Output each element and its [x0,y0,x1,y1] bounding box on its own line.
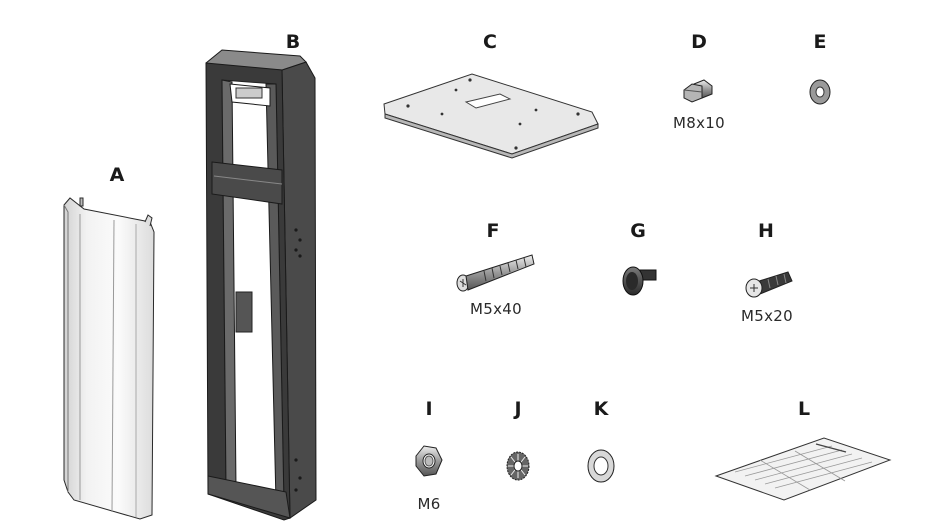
size-i: M6 [417,495,441,513]
part-e-washer [809,79,831,105]
label-g: G [630,220,646,242]
part-a-cover [63,197,155,520]
part-b-frame [205,49,317,521]
label-l: L [797,398,811,420]
label-i: I [425,398,433,420]
label-a: A [109,164,125,186]
part-l-document [714,437,892,501]
label-c: C [483,31,497,53]
part-c-plate [383,73,599,159]
part-d-hex-bolt [683,79,713,103]
label-d: D [691,31,707,53]
size-h: M5x20 [741,307,793,325]
label-e: E [813,31,827,53]
part-g-plug [622,266,657,296]
part-k-washer [587,449,615,483]
size-f: M5x40 [470,300,522,318]
part-j-lock-washer [506,451,530,481]
part-i-nut [415,445,443,477]
label-j: J [514,398,522,420]
label-b: B [285,31,301,53]
label-f: F [486,220,500,242]
label-h: H [758,220,774,242]
size-d: M8x10 [673,114,725,132]
label-k: K [593,398,609,420]
part-h-screw-m5x20 [745,271,793,298]
part-f-screw-m5x40 [456,254,535,292]
